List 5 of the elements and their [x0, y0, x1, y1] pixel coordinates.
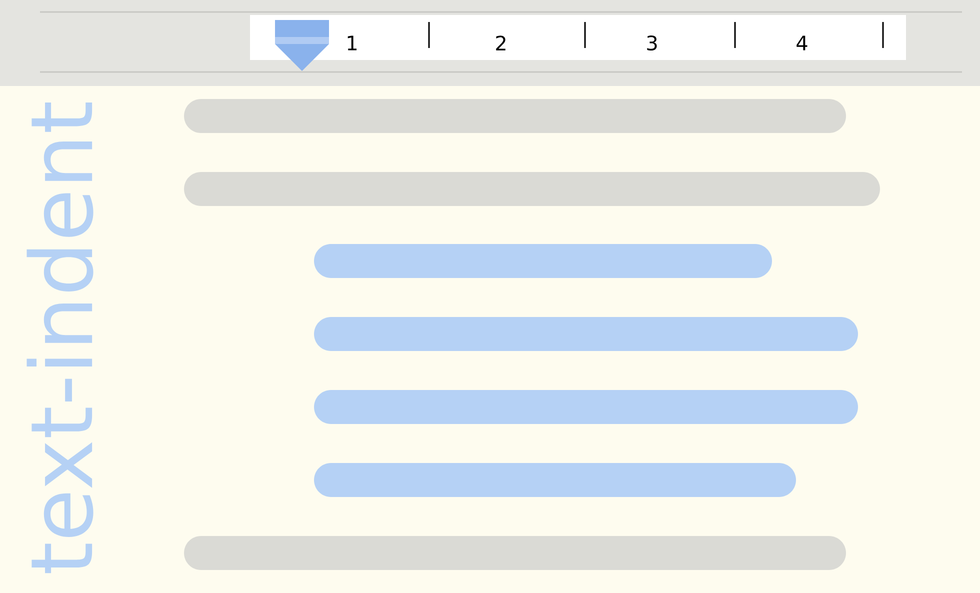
- ruler-number: 3: [647, 35, 657, 51]
- ruler-number: 4: [796, 36, 808, 50]
- ruler-number: 2: [496, 36, 506, 50]
- title: text-indent: [26, 102, 94, 574]
- ruler-number: 1: [348, 36, 357, 50]
